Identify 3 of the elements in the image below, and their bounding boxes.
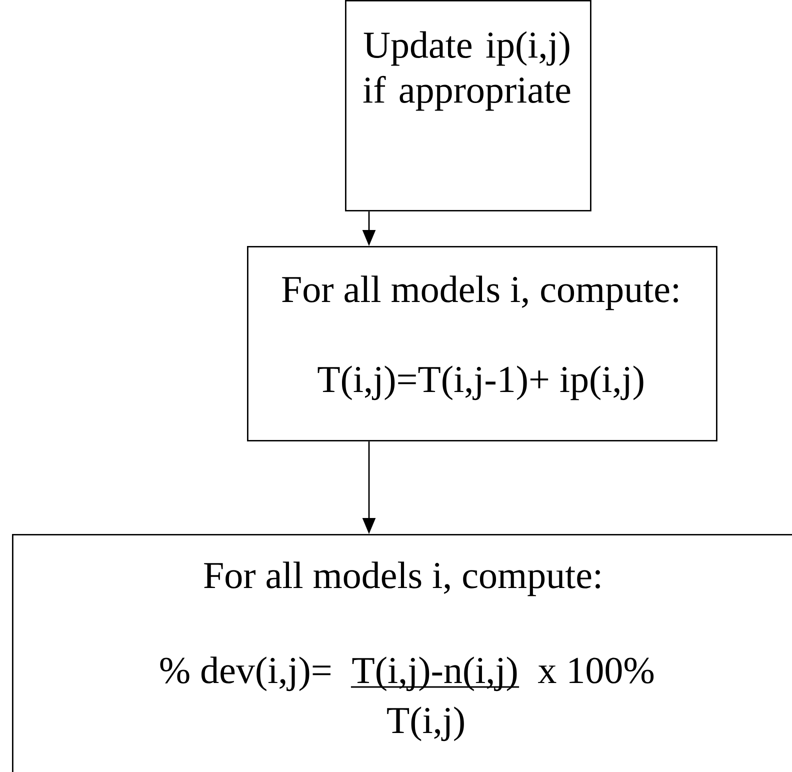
- process-box: For all models i, compute: T(i,j)=T(i,j-1)+ ip(i,j): [247, 246, 718, 442]
- process-box: Update ip(i,j) if appropriate: [345, 0, 592, 212]
- process-box: For all models i, compute: % dev(i,j)= T(i,j)-n(i,j) x 100% T(i,j): [12, 534, 792, 772]
